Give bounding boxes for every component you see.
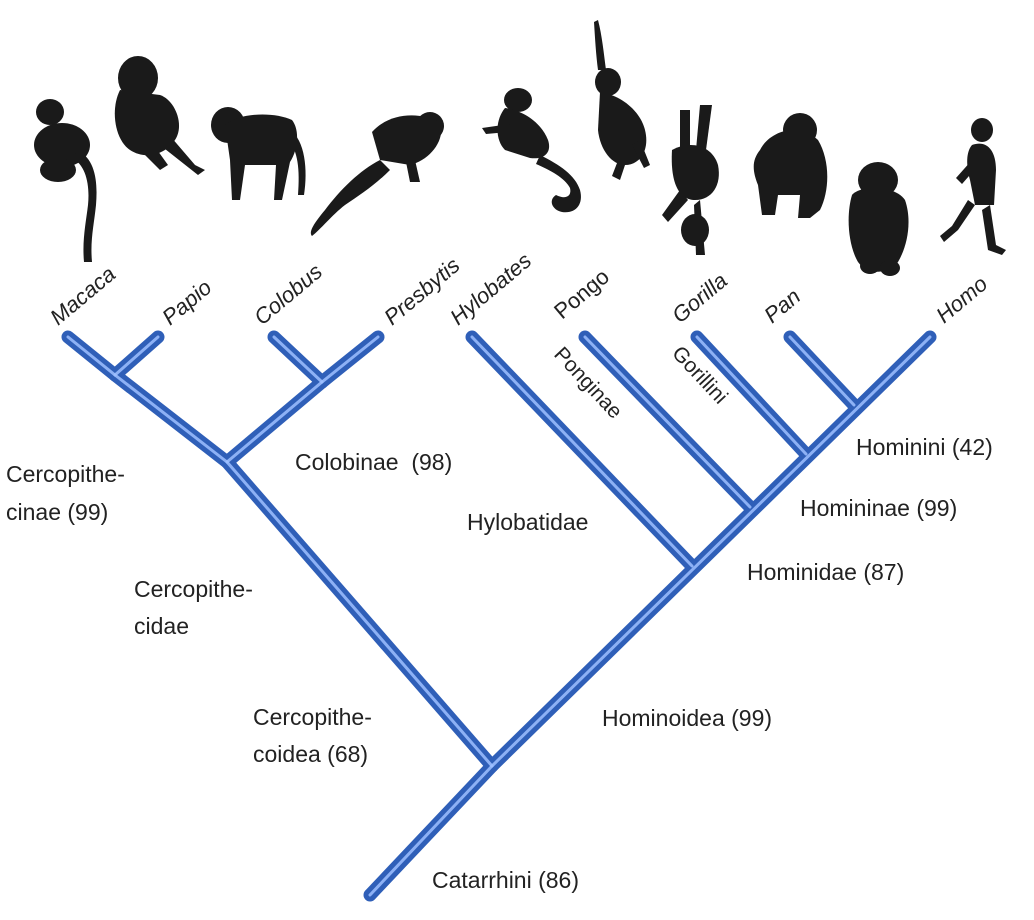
clade-label-cercopithecinae-line2: cinae (99) xyxy=(6,499,108,525)
human-walking-silhouette-icon xyxy=(940,118,1006,255)
clade-label-hominoidea: Hominoidea (99) xyxy=(602,705,772,731)
macaque-silhouette-icon xyxy=(34,99,97,262)
gibbon-sitting-silhouette-icon xyxy=(482,88,581,213)
clade-label-cercopithecoidea-line1: Cercopithe- xyxy=(253,704,372,730)
taxon-label-pongo: Pongo xyxy=(549,264,614,324)
clade-label-homininae: Homininae (99) xyxy=(800,495,957,521)
taxon-label-macaca: Macaca xyxy=(45,261,120,330)
clade-label-hominini: Hominini (42) xyxy=(856,434,993,460)
taxon-label-hylobates: Hylobates xyxy=(445,248,536,330)
colobus-silhouette-icon xyxy=(211,107,306,200)
gibbon-hanging-silhouette-icon xyxy=(594,20,650,180)
taxon-label-pan: Pan xyxy=(759,284,805,328)
clade-label-cercopithecoidea-line2: coidea (68) xyxy=(253,741,368,767)
taxon-labels: Macaca Papio Colobus Presbytis Hylobates… xyxy=(45,248,992,330)
orangutan-hanging-silhouette-icon xyxy=(662,105,719,255)
animal-silhouettes xyxy=(34,20,1006,276)
clade-label-cercopithecidae-line2: cidae xyxy=(134,613,189,639)
branch-highlights xyxy=(66,335,932,897)
taxon-label-papio: Papio xyxy=(157,275,216,330)
clade-label-cercopithecidae-line1: Cercopithe- xyxy=(134,576,253,602)
clade-label-ponginae: Ponginae xyxy=(549,343,626,424)
tree-branches xyxy=(61,330,937,902)
chimpanzee-silhouette-icon xyxy=(848,162,909,276)
clade-label-catarrhini: Catarrhini (86) xyxy=(432,867,579,893)
langur-silhouette-icon xyxy=(310,112,444,236)
baboon-silhouette-icon xyxy=(114,56,205,175)
clade-label-hominidae: Hominidae (87) xyxy=(747,559,904,585)
clade-label-colobinae: Colobinae (98) xyxy=(295,449,452,475)
taxon-label-homo: Homo xyxy=(931,271,992,328)
gorilla-silhouette-icon xyxy=(753,113,828,218)
clade-label-gorillini: Gorillini xyxy=(667,342,732,409)
clade-label-cercopithecinae-line1: Cercopithe- xyxy=(6,461,125,487)
taxon-label-colobus: Colobus xyxy=(249,259,327,330)
clade-label-hylobatidae: Hylobatidae xyxy=(467,509,588,535)
clade-labels: Cercopithe- cinae (99) Colobinae (98) Ce… xyxy=(6,342,993,893)
taxon-label-gorilla: Gorilla xyxy=(667,268,732,328)
